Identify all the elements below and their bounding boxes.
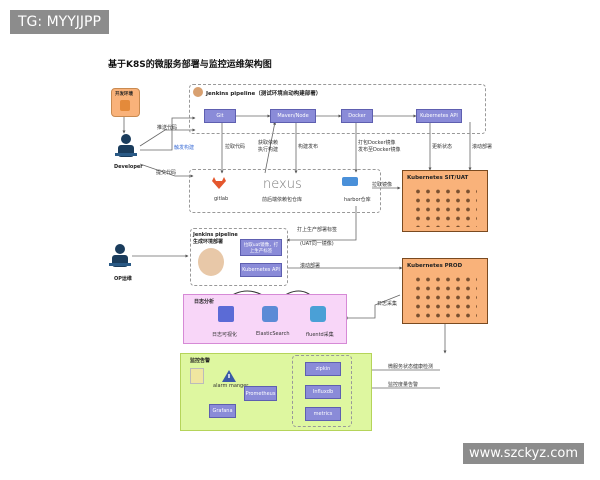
arrow-label-uat-image: (UAT同一镜像) — [300, 241, 334, 247]
metrics-frame — [292, 355, 352, 427]
watermark-top: TG: MYYJJPP — [10, 10, 109, 34]
arrow-label-tag: 打上生产部署标签 — [297, 227, 338, 233]
k8s-prod-cluster: Kubernetes PROD — [402, 258, 488, 324]
influxdb-box: Influxdb — [305, 385, 341, 399]
developer-label: Developer — [114, 164, 143, 170]
arrow-label-rolling: 滚动部署 — [300, 263, 321, 269]
stage-git: Git — [204, 109, 236, 123]
nexus-caption: 前后端依赖包仓库 — [262, 197, 303, 203]
warning-icon — [222, 370, 236, 382]
pod-grid-icon — [413, 187, 477, 227]
harbor-icon — [342, 177, 358, 186]
jenkins-butler-icon — [198, 248, 224, 276]
logging-title: 日志分析 — [194, 299, 215, 305]
metrics-box: metrics — [305, 407, 341, 421]
alarm-manager-label: alarm manger — [213, 383, 249, 389]
arrow-label-health: 微服务状态健康检测 — [388, 364, 434, 370]
dev-env-label: 开发环境 — [115, 92, 133, 97]
step-kubernetes-api: Kubernetes API — [240, 263, 282, 277]
zipkin-box: zipkin — [305, 362, 341, 376]
monitoring-title: 监控告警 — [190, 358, 211, 364]
note-pull-code: 拉取代码 — [225, 144, 246, 150]
k8s-prod-title: Kubernetes PROD — [407, 263, 463, 269]
dev-env-box: 开发环境 — [111, 88, 140, 117]
note-publish: 构建发布 — [298, 144, 319, 150]
alert-note-icon — [190, 368, 204, 384]
diagram-title: 基于K8S的微服务部署与监控运维架构图 — [108, 60, 272, 70]
arrow-label-submit: 提交代码 — [156, 170, 177, 176]
log-item-visualize: 日志可视化 — [212, 332, 238, 338]
prod-pipeline-frame — [190, 228, 288, 286]
repos-frame — [189, 169, 381, 213]
jenkins-icon — [193, 87, 203, 97]
log-item-fluentd: fluentd采集 — [306, 332, 334, 338]
op-label: OP运维 — [114, 276, 132, 282]
gitlab-label: gitlab — [214, 196, 229, 202]
stage-kubernetes-api: Kubernetes API — [416, 109, 462, 123]
cube-icon — [120, 100, 130, 111]
harbor-pull-label: 拉取镜像 — [372, 182, 393, 188]
note-rolling: 滚动部署 — [472, 144, 493, 150]
step-tag-image: 拉取uat镜像，打 上生产标签 — [240, 239, 282, 256]
k8s-uat-cluster: Kubernetes SIT/UAT — [402, 170, 488, 232]
note-status: 更新状态 — [432, 144, 453, 150]
developer-icon — [114, 133, 138, 161]
gitlab-icon — [212, 177, 226, 189]
stage-maven: Maven/Node — [270, 109, 316, 123]
jenkins-pipeline-frame — [189, 84, 486, 134]
note-docker: 打包Docker镜像 发布至Docker镜像 — [358, 140, 401, 153]
op-icon — [108, 243, 132, 271]
nexus-logo: nexus — [263, 177, 302, 192]
elasticsearch-icon — [262, 306, 278, 322]
stage-docker: Docker — [341, 109, 373, 123]
pipeline-title: Jenkins pipeline（测试环境自动构建部署） — [206, 91, 322, 97]
prometheus-box: Prometheus — [244, 386, 277, 401]
k8s-uat-title: Kubernetes SIT/UAT — [407, 175, 469, 181]
kibana-icon — [218, 306, 234, 322]
fluentd-icon — [310, 306, 326, 322]
watermark-bottom: www.szckyz.com — [462, 443, 584, 464]
arrow-label-alert: 监控度量告警 — [388, 382, 419, 388]
harbor-label: harbor仓库 — [344, 197, 371, 203]
prod-pipeline-title: Jenkins pipeline 生成环境部署 — [193, 232, 238, 245]
log-item-elasticsearch: ElasticSearch — [256, 331, 290, 337]
arrow-label-push: 推送代码 — [157, 125, 178, 131]
arrow-label-trigger: 触发构建 — [174, 145, 195, 151]
grafana-box: Grafana — [209, 404, 236, 418]
note-build: 获取依赖 执行构建 — [258, 140, 279, 153]
pod-grid-icon — [413, 275, 477, 319]
arrow-label-collect: 日志采集 — [377, 301, 398, 307]
